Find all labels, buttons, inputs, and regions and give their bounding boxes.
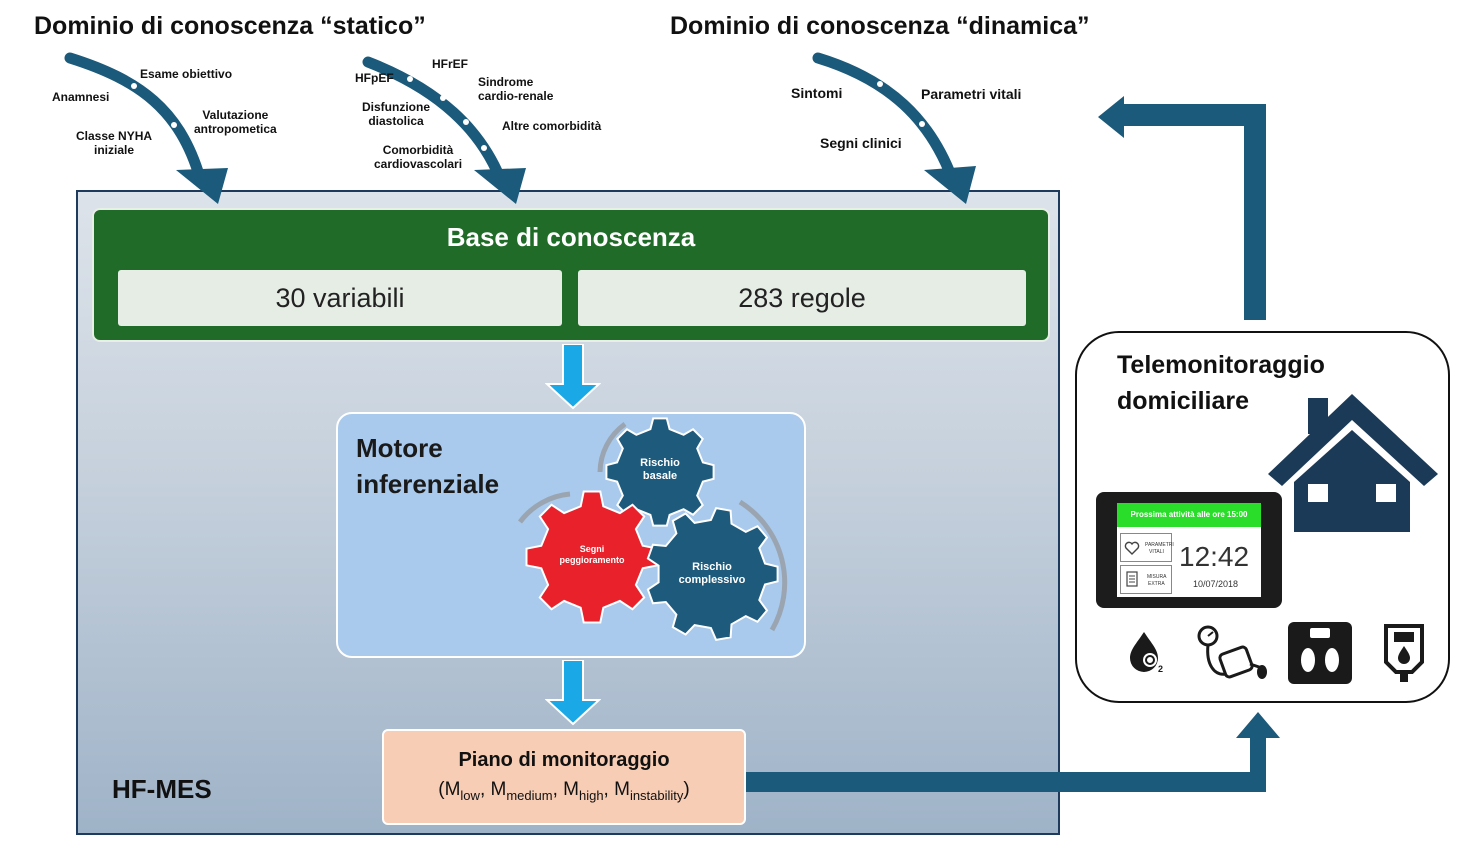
knowledge-base-box: Base di conoscenza 30 variabili 283 rego… (92, 208, 1050, 342)
plan-m-medium: medium (506, 787, 553, 803)
scale-icon (1288, 622, 1352, 684)
feedback-arrow (1098, 96, 1266, 320)
tablet-row2-line2: EXTRA (1148, 581, 1165, 587)
label-disfunzione: Disfunzione diastolica (362, 100, 430, 128)
label-segni-clinici: Segni clinici (820, 135, 902, 151)
label-comorbidita-cv: Comorbidità cardiovascolari (374, 143, 462, 171)
telemonitoring-title: Telemonitoraggio domiciliare (1117, 347, 1325, 419)
engine-title-line1: Motore (356, 433, 443, 463)
dynamic-domain-title: Dominio di conoscenza “dinamica” (670, 12, 1090, 40)
engine-title-line2: inferenziale (356, 469, 500, 499)
tablet-row-misura: MISURA EXTRA (1120, 565, 1172, 594)
gear-complessivo-line1: Rischio (692, 561, 732, 573)
label-valutazione-line1: Valutazione (202, 108, 269, 122)
variables-count-box: 30 variabili (118, 270, 562, 326)
label-esame-obiettivo: Esame obiettivo (140, 67, 233, 81)
label-sindrome-line2: cardio-renale (478, 89, 554, 103)
tablet-screen: Prossima attività alle ore 15:00 PARAMET… (1117, 503, 1261, 597)
gear-segni-shape (525, 490, 659, 624)
gear-segni-line2: peggioramento (559, 555, 625, 565)
gear-basale-shape (605, 417, 715, 527)
heart-icon (1124, 541, 1140, 555)
label-hfref: HFrEF (432, 57, 468, 71)
plan-m-low: low (460, 787, 480, 803)
label-disfunzione-line1: Disfunzione (362, 100, 430, 114)
plan-sep-1: , M (479, 779, 507, 800)
plan-open: (M (438, 779, 461, 800)
gear-segni-peggioramento (525, 490, 659, 624)
label-comorb-line1: Comorbidità (382, 143, 454, 157)
rules-count-box: 283 regole (578, 270, 1026, 326)
static-domain-title: Dominio di conoscenza “statico” (34, 12, 426, 40)
inference-engine-title: Motore inferenziale (356, 430, 499, 502)
house-icon (1268, 394, 1438, 532)
label-valutazione: Valutazione antropometica (194, 108, 277, 136)
tablet-row-parametri: PARAMETRI VITALI (1120, 533, 1174, 562)
engine-to-plan-arrow (545, 660, 601, 726)
gear-basale-line1: Rischio (640, 457, 680, 469)
label-nyha-line1: Classe NYHA (76, 129, 153, 143)
tablet-row2-line1: MISURA (1147, 574, 1167, 580)
gear-complessivo-shape (646, 506, 779, 642)
tele-title-line1: Telemonitoraggio (1117, 351, 1325, 379)
gear-rischio-basale (605, 417, 715, 527)
label-valutazione-line2: antropometica (194, 122, 277, 136)
tele-title-line2: domiciliare (1117, 387, 1249, 415)
glucometer-icon (1384, 624, 1424, 682)
label-sindrome: Sindrome cardio-renale (478, 75, 553, 103)
gear-segni-label: Segni peggioramento (552, 544, 632, 566)
gear-basale-line2: basale (642, 470, 678, 482)
monitoring-plan-title: Piano di monitoraggio (458, 749, 670, 771)
plan-m-high: high (578, 787, 604, 803)
plan-sep-3: , M (603, 779, 630, 800)
label-disfunzione-line2: diastolica (368, 114, 424, 128)
label-comorb-line2: cardiovascolari (374, 157, 463, 171)
monitoring-plan-levels: (Mlow, Mmedium, Mhigh, Minstability) (384, 779, 744, 803)
svg-text:2: 2 (1158, 664, 1163, 674)
gear-complessivo-label: Rischio complessivo (672, 561, 752, 587)
label-altre-comorbidita: Altre comorbidità (502, 119, 602, 133)
label-anamnesi: Anamnesi (52, 90, 110, 104)
tablet-row1-line1: PARAMETRI (1145, 542, 1174, 548)
tablet-row1-line2: VITALI (1149, 549, 1164, 555)
label-sintomi: Sintomi (791, 85, 843, 101)
tablet-date: 10/07/2018 (1193, 579, 1239, 589)
hf-mes-label: HF-MES (112, 774, 212, 804)
blood-pressure-icon (1197, 625, 1267, 679)
gear-basale-label: Rischio basale (630, 457, 690, 483)
plan-close: ) (683, 779, 690, 800)
static-arrow-2 (362, 56, 526, 204)
gear-rischio-complessivo (646, 506, 779, 642)
label-classe-nyha: Classe NYHA iniziale (76, 129, 152, 157)
tablet-time: 12:42 (1179, 541, 1250, 572)
gear-complessivo-line2: complessivo (678, 574, 746, 586)
plan-to-home-arrow (746, 712, 1280, 792)
label-sindrome-line1: Sindrome (478, 75, 534, 89)
static-arrow-1 (64, 52, 228, 204)
plan-m-instability: instability (629, 787, 684, 803)
gear-segni-line1: Segni (579, 544, 605, 554)
document-icon (1126, 571, 1138, 587)
label-hfpef: HFpEF (355, 71, 394, 85)
plan-sep-2: , M (552, 779, 579, 800)
knowledge-base-title: Base di conoscenza (446, 222, 696, 252)
dynamic-arrow (812, 52, 976, 204)
oximeter-icon: 2 (1130, 632, 1163, 674)
gears-illustration (517, 417, 788, 642)
label-parametri-vitali: Parametri vitali (921, 86, 1022, 102)
monitoring-plan-box: Piano di monitoraggio (Mlow, Mmedium, Mh… (382, 729, 746, 825)
kb-to-engine-arrow (545, 344, 601, 410)
tablet-banner: Prossima attività alle ore 15:00 (1117, 503, 1261, 527)
label-nyha-line2: iniziale (94, 143, 135, 157)
